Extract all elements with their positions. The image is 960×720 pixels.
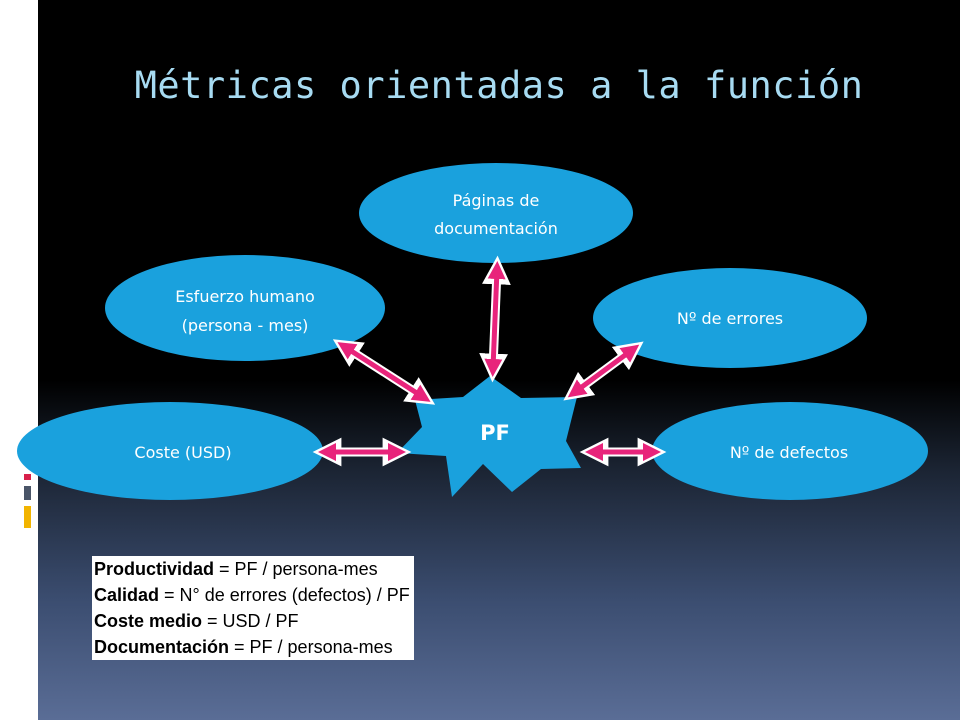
slide-title: Métricas orientadas a la función — [134, 64, 864, 107]
label-documentacion-1: Páginas de — [453, 191, 540, 210]
label-defectos: Nº de defectos — [730, 443, 848, 462]
node-esfuerzo — [105, 255, 385, 361]
node-defectos — [652, 402, 928, 500]
label-documentacion-2: documentación — [434, 219, 558, 238]
arrows — [312, 255, 667, 467]
sidebar-tick-yellow — [24, 506, 31, 528]
sidebar-tick-red — [24, 474, 31, 480]
formulas-box: Productividad = PF / persona-mes Calidad… — [92, 556, 414, 660]
label-coste: Coste (USD) — [134, 443, 231, 462]
formula-productividad: Productividad = PF / persona-mes — [94, 559, 378, 579]
formula-calidad: Calidad = N° de errores (defectos) / PF — [94, 585, 410, 605]
label-errores: Nº de errores — [677, 309, 783, 328]
node-documentacion — [359, 163, 633, 263]
center-star — [397, 376, 581, 497]
formula-coste-medio: Coste medio = USD / PF — [94, 611, 299, 631]
node-errores — [593, 268, 867, 368]
label-esfuerzo-2: (persona - mes) — [182, 316, 309, 335]
sidebar-strip — [0, 0, 38, 720]
sidebar-tick-gray — [24, 486, 31, 500]
center-label: PF — [480, 421, 510, 445]
label-esfuerzo-1: Esfuerzo humano — [175, 287, 315, 306]
formula-documentacion: Documentación = PF / persona-mes — [94, 637, 393, 657]
node-coste — [17, 402, 323, 500]
